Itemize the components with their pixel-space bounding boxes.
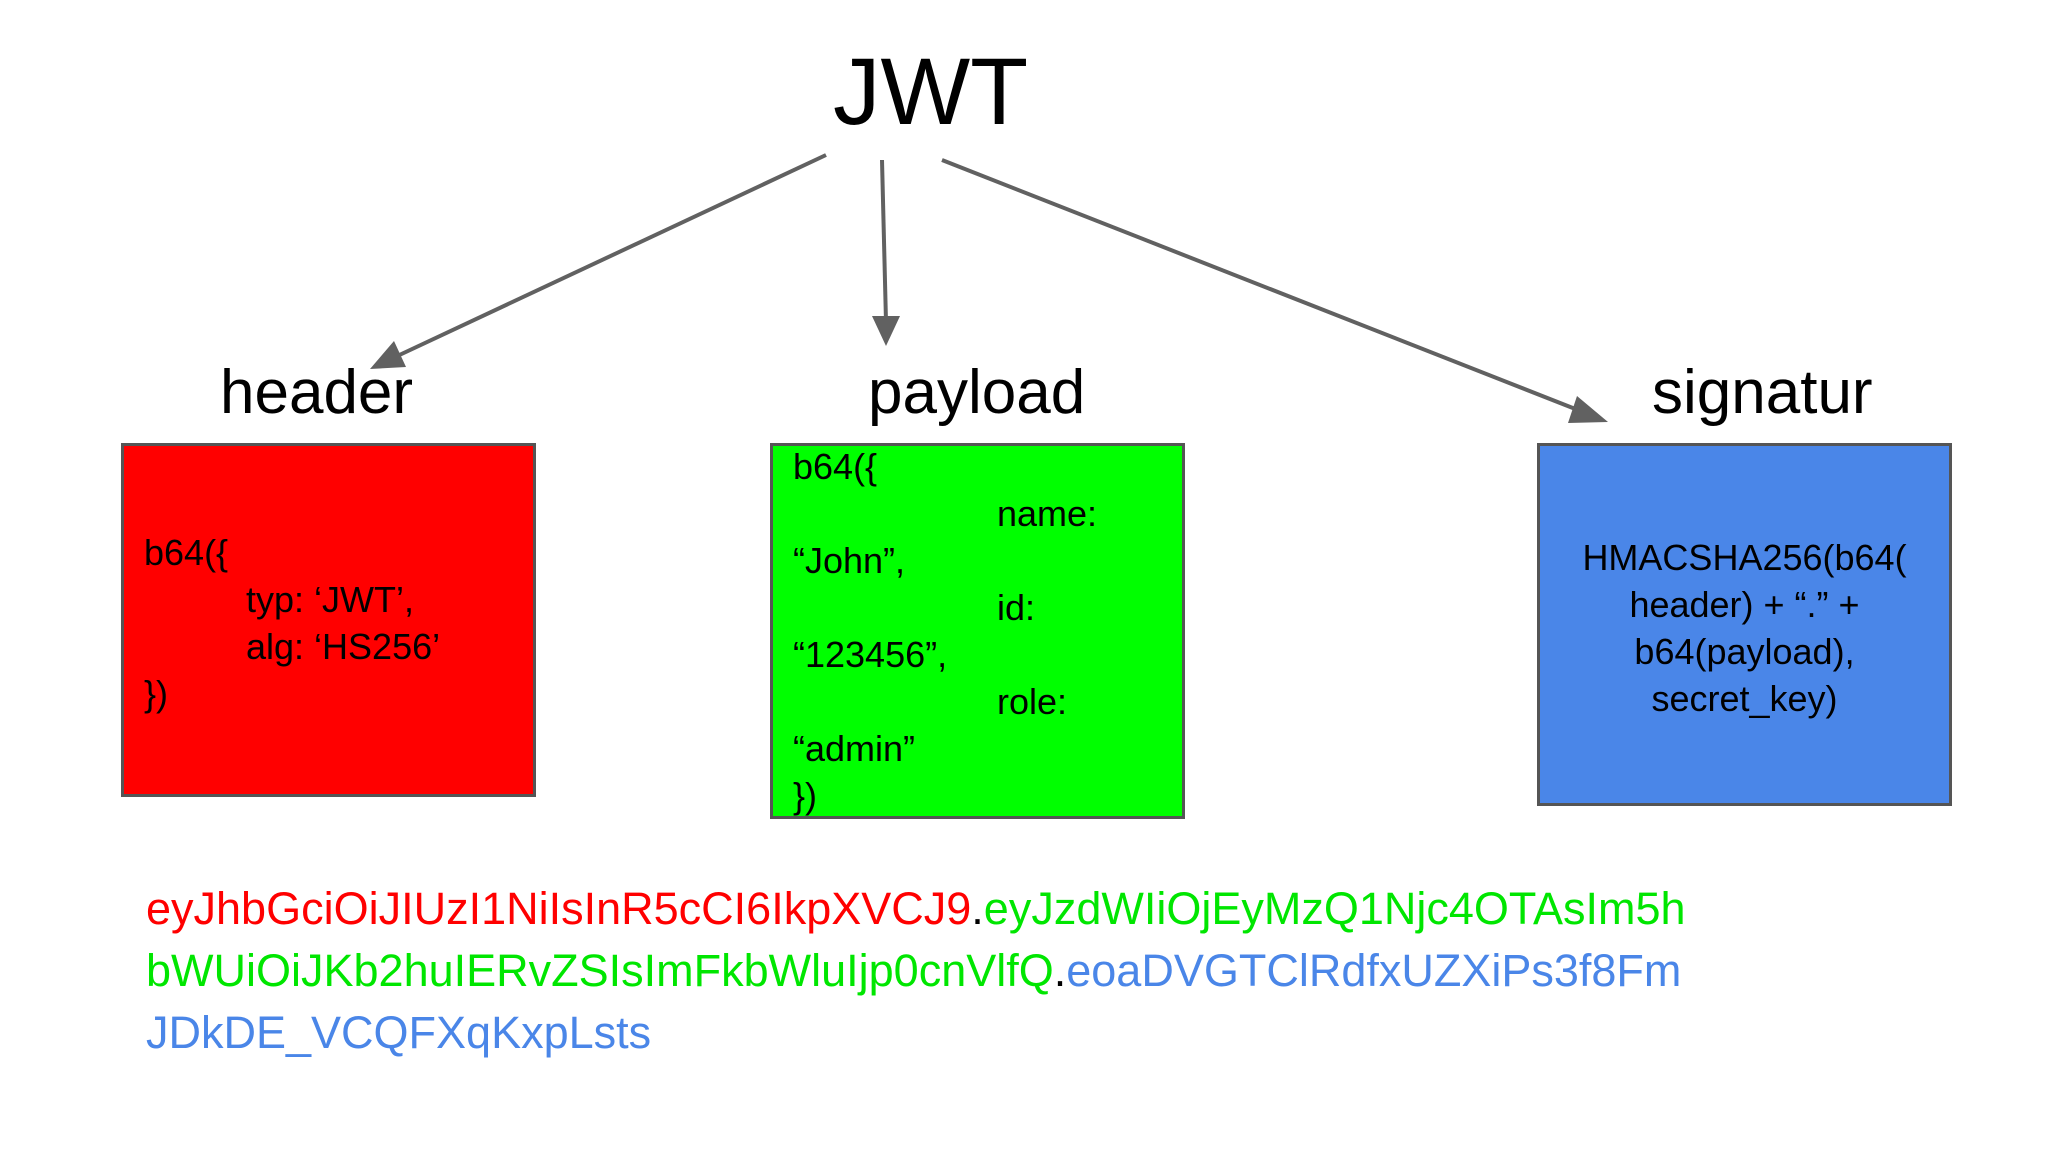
signature-line: HMACSHA256(b64( [1582, 537, 1907, 578]
payload-label: payload [868, 358, 1086, 427]
arrowhead-signature [1568, 396, 1608, 423]
payload-box: b64({ name: “John”, id: “123456”, role: … [770, 443, 1185, 819]
payload-line: name: [997, 493, 1098, 534]
payload-line: “123456”, [793, 634, 948, 675]
payload-line: “admin” [793, 728, 916, 769]
arrow-to-header [392, 153, 827, 360]
payload-line: b64({ [793, 446, 878, 487]
arrow-to-payload [880, 159, 888, 323]
token-header-part: eyJhbGciOiJIUzI1NiIsInR5cCI6IkpXVCJ9 [146, 883, 972, 934]
signature-line: b64(payload), [1634, 631, 1855, 672]
arrow-to-signature [941, 158, 1584, 414]
diagram-title: JWT [833, 39, 1029, 145]
header-line: b64({ [144, 532, 229, 573]
payload-line: }) [793, 775, 818, 816]
signature-box: HMACSHA256(b64( header) + “.” + b64(payl… [1537, 443, 1952, 806]
signature-line: secret_key) [1651, 678, 1838, 719]
payload-line: “John”, [793, 540, 906, 581]
arrowhead-header [370, 341, 406, 369]
token-line: bWUiOiJKb2huIERvZSIsImFkbWluIjp0cnVlfQ.e… [146, 940, 2026, 1002]
header-line: }) [144, 673, 169, 714]
token-separator: . [1053, 945, 1067, 996]
header-line: alg: ‘HS256’ [246, 626, 441, 667]
token-payload-part: bWUiOiJKb2huIERvZSIsImFkbWluIjp0cnVlfQ [146, 945, 1054, 996]
header-label: header [220, 358, 414, 427]
header-line: typ: ‘JWT’, [246, 579, 414, 620]
token-separator: . [971, 883, 984, 934]
token-signature-part: JDkDE_VCQFXqKxpLsts [146, 1007, 652, 1058]
token-line: JDkDE_VCQFXqKxpLsts [146, 1002, 2026, 1064]
signature-line: header) + “.” + [1629, 584, 1860, 625]
signature-label: signatur [1652, 358, 1873, 427]
token-signature-part: eoaDVGTClRdfxUZXiPs3f8Fm [1066, 945, 1682, 996]
header-box: b64({ typ: ‘JWT’, alg: ‘HS256’ }) [121, 443, 536, 797]
encoded-token: eyJhbGciOiJIUzI1NiIsInR5cCI6IkpXVCJ9.eyJ… [146, 878, 2026, 1064]
payload-line: id: [997, 587, 1036, 628]
token-line: eyJhbGciOiJIUzI1NiIsInR5cCI6IkpXVCJ9.eyJ… [146, 878, 2026, 940]
token-payload-part: eyJzdWIiOjEyMzQ1Njc4OTAsIm5h [983, 883, 1686, 934]
arrowhead-payload [872, 316, 900, 346]
signature-text: HMACSHA256(b64( header) + “.” + b64(payl… [1540, 534, 1949, 722]
payload-line: role: [997, 681, 1068, 722]
